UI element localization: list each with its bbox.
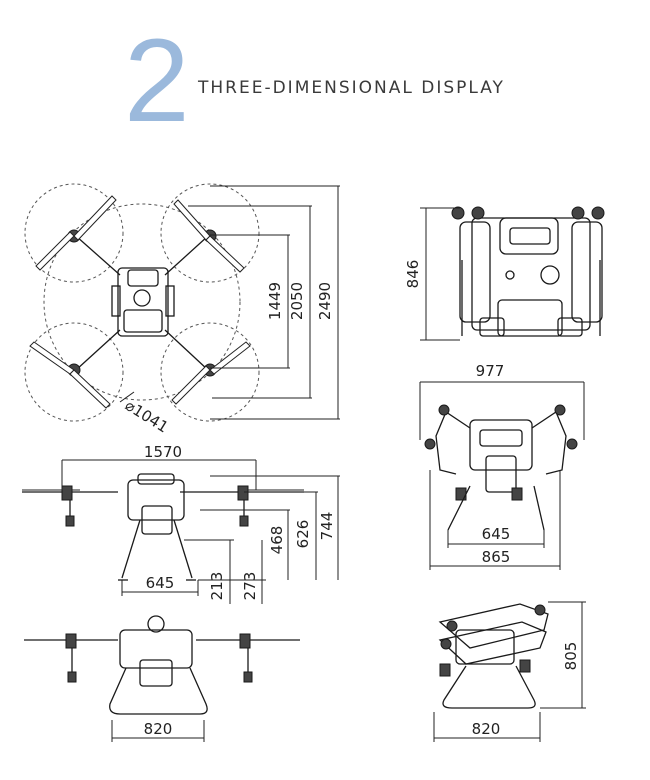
section-number: 2 (124, 15, 190, 147)
dim-213: 213 (208, 572, 226, 601)
dim-468: 468 (268, 526, 286, 555)
dim-865: 865 (482, 548, 511, 566)
dim-1570: 1570 (144, 443, 182, 461)
dim-820-folded: 820 (472, 720, 501, 738)
folded-front-view-drawing (419, 381, 585, 570)
dim-645-front: 645 (146, 574, 175, 592)
dim-846: 846 (404, 260, 422, 289)
dim-273: 273 (241, 572, 259, 601)
side-view-bottom-drawing (24, 615, 300, 742)
dim-626: 626 (294, 520, 312, 549)
dim-805: 805 (562, 642, 580, 671)
folded-side-view-drawing (433, 601, 586, 742)
dim-744: 744 (318, 512, 336, 541)
top-view-drawing (24, 183, 340, 422)
dim-1449: 1449 (266, 282, 284, 320)
dim-977: 977 (476, 362, 505, 380)
dim-2490: 2490 (316, 282, 334, 320)
section-title: THREE-DIMENSIONAL DISPLAY (198, 78, 505, 98)
side-view-drawing (420, 206, 605, 341)
section-header: 2 THREE-DIMENSIONAL DISPLAY (0, 0, 650, 140)
dim-2050: 2050 (288, 282, 306, 320)
front-view-drawing (22, 459, 340, 604)
dim-645-folded: 645 (482, 525, 511, 543)
dim-820-side: 820 (144, 720, 173, 738)
dim-rotor-diameter: ⌀1041 (122, 396, 172, 436)
